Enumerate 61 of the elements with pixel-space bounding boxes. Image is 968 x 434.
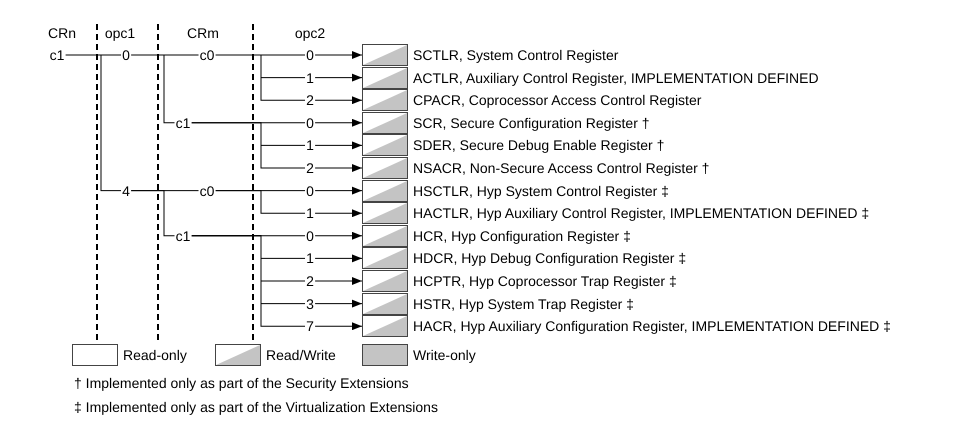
- register-name: SDER, Secure Debug Enable Register †: [413, 137, 664, 154]
- register-name: HSTR, Hyp System Trap Register ‡: [413, 296, 634, 312]
- register-box: [362, 315, 408, 338]
- arrow: [314, 186, 362, 195]
- arrow: [314, 51, 362, 59]
- register-box: [362, 247, 408, 270]
- register-name: HSCTLR, Hyp System Control Register ‡: [413, 182, 669, 199]
- connector-line: [214, 190, 306, 214]
- arrow: [314, 300, 362, 308]
- register-box: [362, 134, 408, 156]
- arrow: [314, 96, 362, 104]
- tree-label: c0: [198, 47, 216, 63]
- footnote: ‡ Implemented only as part of the Virtualization Extensions: [74, 399, 438, 415]
- connector-line: [130, 54, 176, 124]
- register-box: [362, 112, 408, 134]
- register-box: [362, 44, 408, 66]
- arrow: [314, 74, 362, 82]
- register-name: SCR, Secure Configuration Register †: [413, 114, 650, 131]
- register-name: ACTLR, Auxiliary Control Register, IMPLEMENTATION DEFINED: [413, 70, 819, 86]
- register-box: [362, 89, 408, 112]
- footnote: † Implemented only as part of the Security Extensions: [74, 375, 409, 391]
- arrow: [314, 164, 362, 172]
- register-box: [362, 66, 408, 89]
- column-header: opc2: [294, 25, 326, 41]
- legend-label: Write-only: [413, 347, 476, 363]
- arrow: [314, 232, 362, 240]
- arrow: [314, 254, 362, 262]
- tree-label: 2: [305, 160, 315, 176]
- register-name: NSACR, Non-Secure Access Control Register †: [413, 160, 710, 176]
- register-name: SCTLR, System Control Register: [413, 47, 618, 63]
- tree-label: 0: [305, 47, 315, 63]
- connector-line: [64, 54, 122, 192]
- arrow: [314, 277, 362, 285]
- register-box: [362, 270, 408, 292]
- register-name: HACR, Hyp Auxiliary Configuration Register, IMPLEMENTATION DEFINED ‡: [413, 318, 891, 334]
- connector-line: [190, 122, 306, 168]
- register-box: [362, 202, 408, 224]
- register-name: HDCR, Hyp Debug Configuration Register ‡: [413, 250, 686, 266]
- connector-line: [190, 235, 306, 327]
- legend-label: Read-only: [123, 347, 187, 363]
- register-box: [362, 224, 408, 247]
- register-name: CPACR, Coprocessor Access Control Register: [413, 92, 702, 108]
- arrow: [314, 141, 362, 150]
- tree-label: c1: [48, 47, 66, 63]
- arrow: [314, 209, 362, 218]
- legend-label: Read/Write: [266, 347, 336, 363]
- connector-line: [214, 54, 306, 101]
- arrow: [314, 118, 362, 127]
- register-name: HACTLR, Hyp Auxiliary Control Register, IMPLEMENTATION DEFINED ‡: [413, 205, 870, 222]
- arrow: [314, 322, 362, 330]
- tree-label: 0: [121, 47, 131, 63]
- tree-label: 2: [305, 273, 315, 289]
- register-name: HCPTR, Hyp Coprocessor Trap Register ‡: [413, 273, 677, 289]
- register-name: HCR, Hyp Configuration Register ‡: [413, 228, 631, 244]
- connector-line: [130, 190, 176, 236]
- column-header: CRm: [187, 25, 219, 41]
- column-header: CRn: [48, 25, 76, 41]
- register-box: [362, 157, 408, 179]
- column-header: opc1: [104, 25, 136, 41]
- register-box: [362, 180, 408, 202]
- register-box: [362, 292, 408, 315]
